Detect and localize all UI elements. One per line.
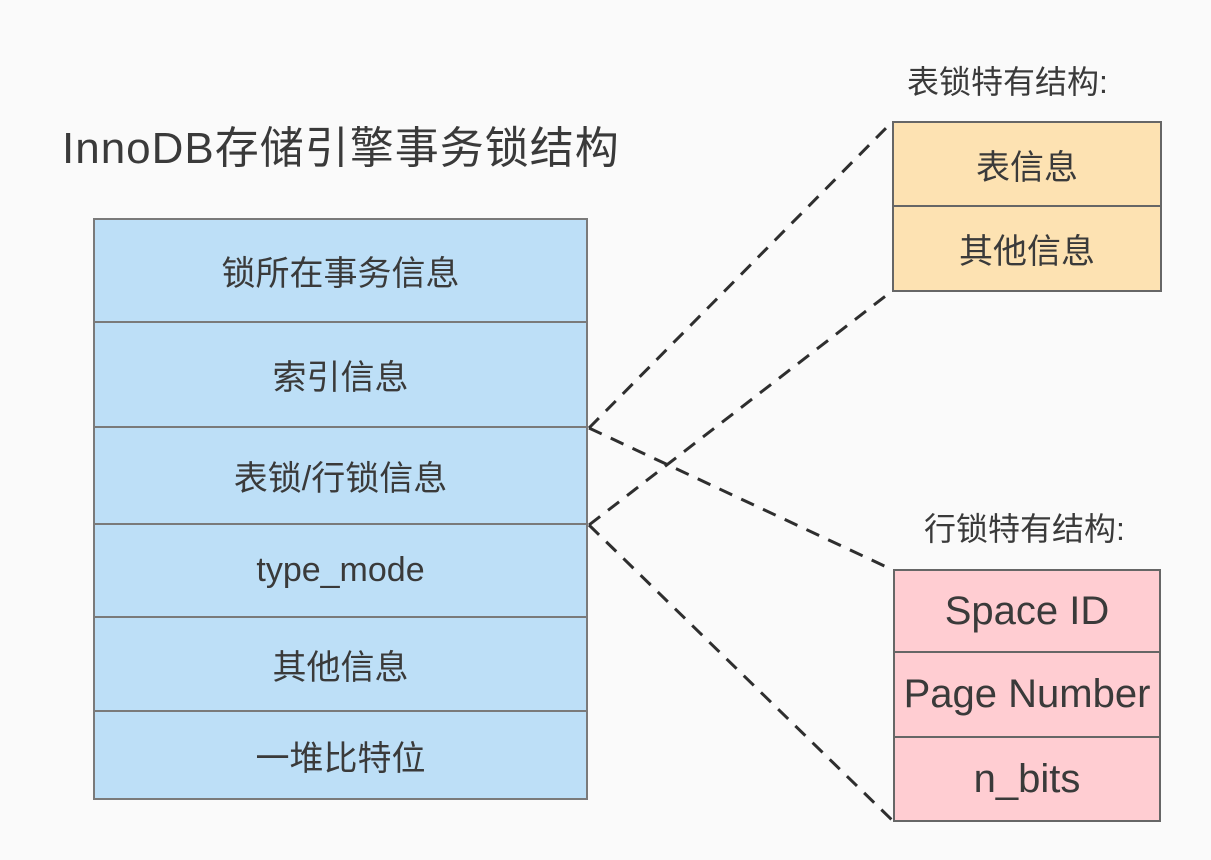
row-lock-section-label: 行锁特有结构: bbox=[924, 511, 1125, 547]
table-lock-structure-table: 表信息 其他信息 bbox=[892, 121, 1162, 292]
table-row-bits: 一堆比特位 bbox=[93, 712, 588, 800]
connector-line-lock-info-row-top-to-table-lock-top-left bbox=[587, 120, 894, 430]
connector-line-lock-info-row-bottom-to-table-lock-bottom-left bbox=[588, 289, 893, 527]
table-row-other-info: 其他信息 bbox=[93, 618, 588, 712]
table-row-other-info: 其他信息 bbox=[892, 207, 1162, 292]
table-row-table-row-lock-info: 表锁/行锁信息 bbox=[93, 428, 588, 525]
row-lock-structure-table: Space ID Page Number n_bits bbox=[893, 569, 1161, 822]
main-lock-structure-table: 锁所在事务信息 索引信息 表锁/行锁信息 type_mode 其他信息 一堆比特… bbox=[93, 218, 588, 800]
table-row-page-number: Page Number bbox=[893, 653, 1161, 738]
table-row-space-id: Space ID bbox=[893, 569, 1161, 653]
page-title: InnoDB存储引擎事务锁结构 bbox=[62, 124, 620, 173]
table-row-n-bits: n_bits bbox=[893, 738, 1161, 822]
connector-line-lock-info-row-bottom-to-row-lock-bottom-left bbox=[587, 523, 895, 823]
table-row-index-info: 索引信息 bbox=[93, 323, 588, 428]
table-row-type-mode: type_mode bbox=[93, 525, 588, 618]
table-lock-section-label: 表锁特有结构: bbox=[907, 64, 1108, 100]
connector-line-lock-info-row-top-to-row-lock-top-left bbox=[588, 426, 894, 572]
table-row-table-info: 表信息 bbox=[892, 121, 1162, 207]
table-row-transaction-info: 锁所在事务信息 bbox=[93, 218, 588, 323]
